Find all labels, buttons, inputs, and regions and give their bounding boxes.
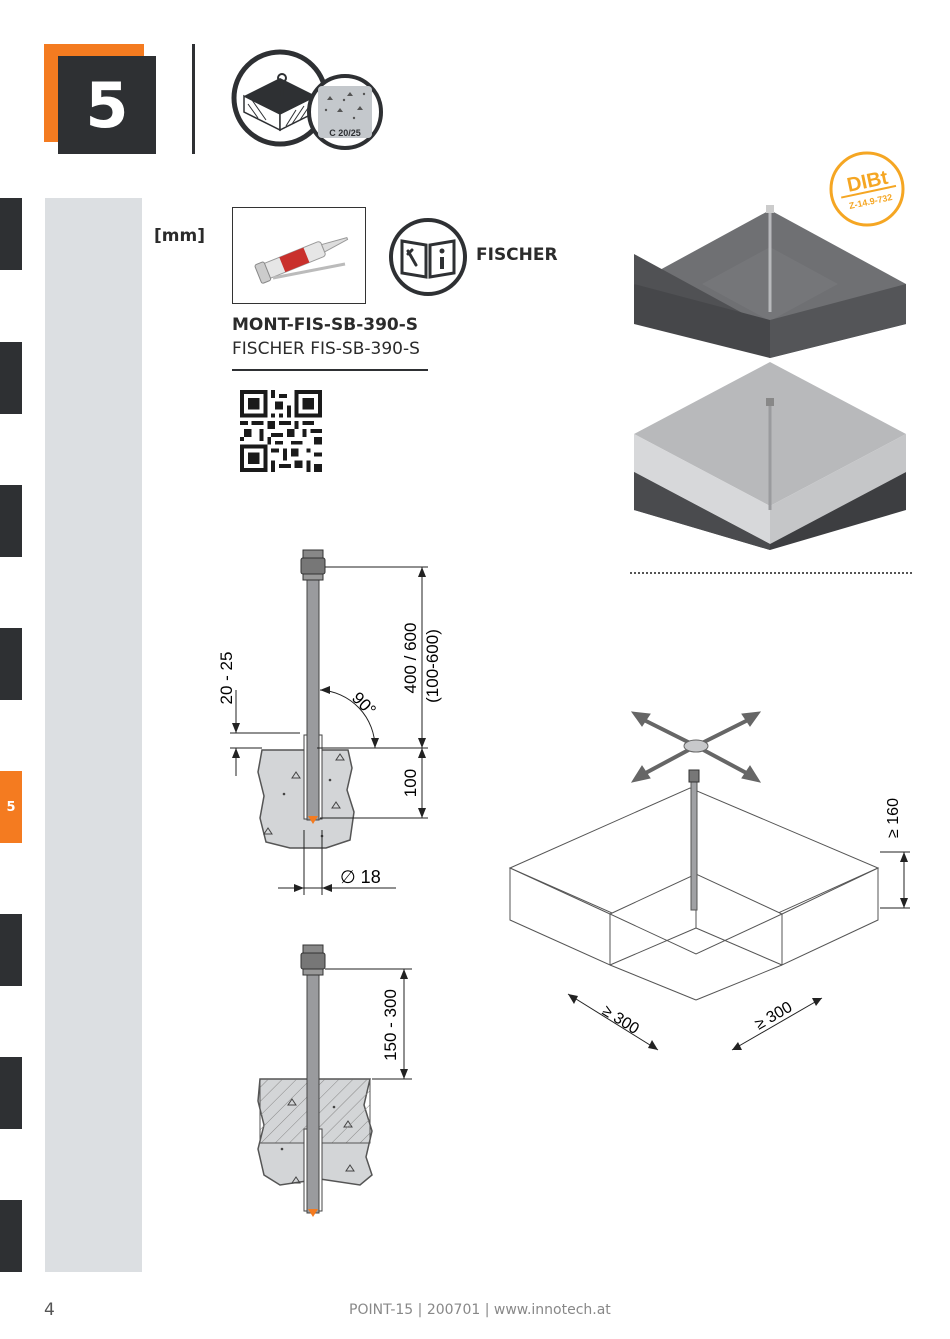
angle-label: 90°: [348, 688, 380, 720]
side-tab-6[interactable]: [0, 914, 22, 986]
roof-concrete-icon: C 20/25: [230, 48, 390, 158]
side-tab-4[interactable]: [0, 628, 22, 700]
concrete-insulation-render: [630, 360, 910, 557]
qr-code[interactable]: [240, 390, 322, 477]
product-image: [232, 207, 366, 304]
product-divider: [232, 369, 428, 371]
rod-range-label: (100-600): [423, 629, 442, 703]
length-label: 150 - 300: [381, 989, 400, 1061]
chapter-badge: 5: [44, 44, 156, 156]
edge-left-label: ≥ 300: [599, 1002, 642, 1038]
iso-dimension-drawing: ≥ 160 ≥ 300 ≥ 300: [500, 700, 920, 1065]
concrete-class-label: C 20/25: [329, 128, 361, 138]
side-tab-1[interactable]: [0, 198, 22, 270]
chapter-number: 5: [58, 56, 156, 154]
section-separator: [630, 572, 912, 574]
side-tab-3[interactable]: [0, 485, 22, 557]
anchor-section-drawing: 400 / 600 (100-600) 100 20 - 25 90° ∅ 18: [200, 540, 460, 905]
concrete-block-render: [630, 200, 910, 365]
dibt-certification-stamp: DIBt Z-14.9-732: [826, 150, 908, 237]
product-code: MONT-FIS-SB-390-S: [232, 315, 419, 335]
side-tab-active[interactable]: 5: [0, 771, 22, 843]
header-divider: [192, 44, 195, 154]
side-tab-2[interactable]: [0, 342, 22, 414]
drill-diameter-label: ∅ 18: [340, 867, 381, 887]
brand-label: FISCHER: [476, 245, 558, 265]
footer-info: POINT-15 | 200701 | www.innotech.at: [349, 1302, 611, 1318]
gray-sidebar-column: [45, 198, 142, 1272]
min-thickness-label: ≥ 160: [885, 798, 902, 838]
manual-book-icon: [388, 217, 468, 302]
rod-length-label: 400 / 600: [401, 623, 420, 694]
unit-label: [mm]: [154, 226, 205, 246]
page-number: 4: [44, 1300, 55, 1320]
product-name: FISCHER FIS-SB-390-S: [232, 339, 420, 359]
embedment-label: 100: [401, 769, 420, 797]
edge-right-label: ≥ 300: [752, 999, 795, 1034]
anchor-insulation-drawing: 150 - 300: [200, 935, 430, 1260]
side-tab-7[interactable]: [0, 1057, 22, 1129]
side-tab-8[interactable]: [0, 1200, 22, 1272]
protrusion-label: 20 - 25: [217, 652, 236, 705]
